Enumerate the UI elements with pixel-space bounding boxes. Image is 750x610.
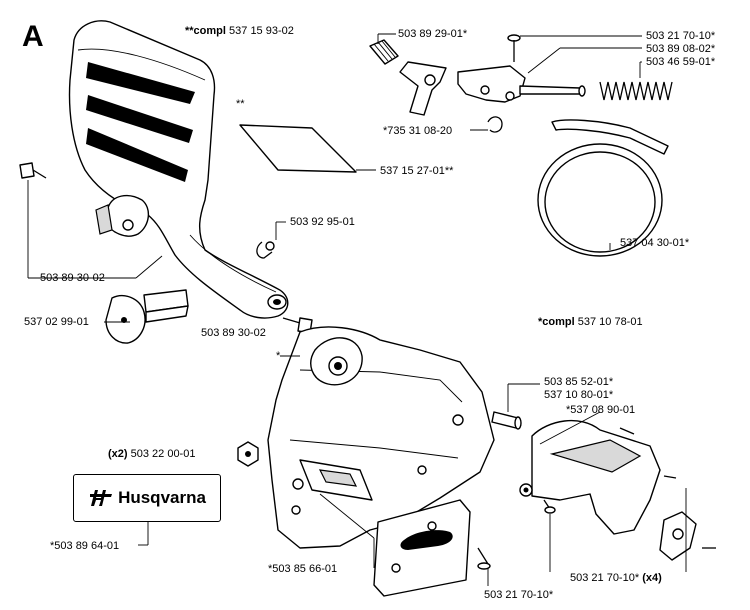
section-letter: A <box>22 20 44 53</box>
chain-catcher <box>519 411 716 572</box>
label-guide-plate: *503 85 66-01 <box>268 563 338 575</box>
brake-adjuster <box>369 33 447 116</box>
label-spring-arm: 503 89 08-02* <box>646 43 716 55</box>
chain-brake-handle <box>68 20 289 319</box>
label-brake-adjuster: 503 89 29-01* <box>398 28 468 40</box>
clutch-cover-pin <box>104 255 189 344</box>
label-screw-top: 503 21 70-10* <box>646 30 716 42</box>
guide-plate <box>319 493 471 597</box>
label-retainer-clip: *735 31 08-20 <box>383 125 453 137</box>
label-pivot-screw-left: 503 89 30-02 <box>40 272 105 284</box>
label-screw-bottom: 503 21 70-10* <box>484 589 554 601</box>
sleeve <box>491 383 540 430</box>
label-handle-note: ** <box>236 98 245 110</box>
label-film: 537 15 27-01** <box>380 165 454 177</box>
screw-top <box>507 34 642 62</box>
label-plate: 537 10 80-01* <box>544 389 614 401</box>
pivot-screw-left <box>19 162 136 279</box>
label-nut: (x2) 503 22 00-01 <box>108 448 196 460</box>
label-clutch-cover-pin: 537 02 99-01 <box>24 316 89 328</box>
clutch-cover <box>267 326 495 549</box>
label-clutch-cover: *compl 537 10 78-01 <box>538 316 643 328</box>
circlip <box>256 221 286 259</box>
label-sleeve: 503 85 52-01* <box>544 376 614 388</box>
nut <box>237 441 259 467</box>
husqvarna-logo-icon <box>90 490 113 506</box>
label-chain-catcher: *537 08 90-01 <box>566 404 636 416</box>
label-circlip: 503 92 95-01 <box>290 216 355 228</box>
label-pivot-screw-lower: 503 89 30-02 <box>201 327 266 339</box>
screw-x4 <box>543 499 556 572</box>
retainer-clip <box>470 116 503 133</box>
screw-bottom <box>477 547 491 586</box>
label-spring: 503 46 59-01* <box>646 56 716 68</box>
decal-brand-text: Husqvarna <box>118 488 206 507</box>
husqvarna-decal: Husqvarna <box>73 474 221 522</box>
spring <box>599 61 673 101</box>
label-brake-band: 537 04 30-01* <box>620 237 690 249</box>
brake-band <box>537 119 669 257</box>
label-chain-brake-handle: **compl 537 15 93-02 <box>185 25 294 37</box>
decal-leader <box>138 522 149 546</box>
spring-arm <box>457 47 642 103</box>
film-sticker <box>239 124 357 173</box>
label-cover-note: * <box>276 350 281 362</box>
label-screw-x4: 503 21 70-10* (x4) <box>570 572 662 584</box>
label-decal: *503 89 64-01 <box>50 540 120 552</box>
